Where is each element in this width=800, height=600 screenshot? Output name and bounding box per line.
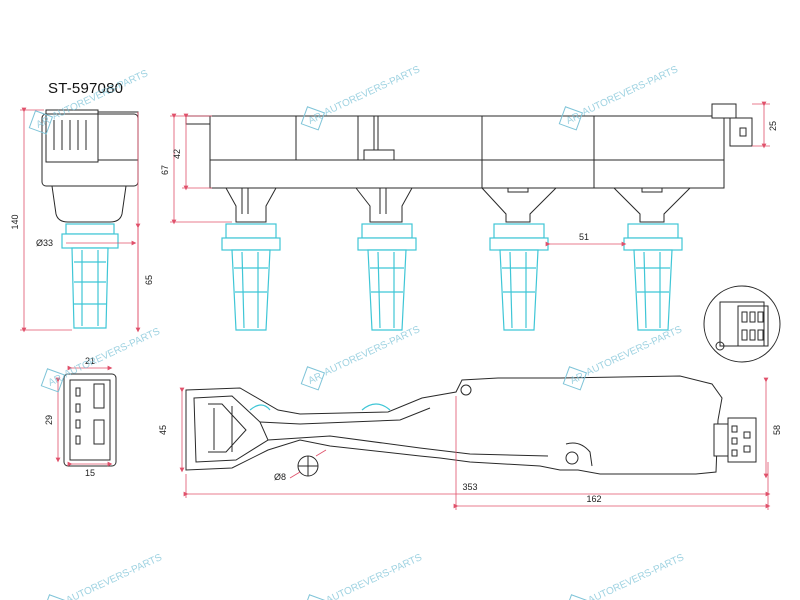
- watermark-text-4: AUTOREVERS-PARTS: [63, 326, 163, 380]
- watermark-text-2: AUTOREVERS-PARTS: [323, 64, 423, 118]
- watermark-text-6: AUTOREVERS-PARTS: [585, 324, 685, 378]
- top-view-dimensions: [179, 377, 771, 510]
- connector-end-view: [63, 373, 117, 467]
- watermark-text-8: AUTOREVERS-PARTS: [325, 552, 425, 600]
- dim-67: 67: [160, 165, 170, 175]
- watermark-logo-1: AR: [35, 115, 52, 131]
- watermark-logo-3: AR: [565, 111, 582, 127]
- watermark-7: AR AUTOREVERS-PARTS: [42, 552, 165, 600]
- dim-8: Ø8: [274, 472, 286, 482]
- watermark-text-7: AUTOREVERS-PARTS: [65, 552, 165, 600]
- front-view: [185, 103, 753, 331]
- dim-33: Ø33: [36, 238, 53, 248]
- watermark-logo-6: AR: [569, 371, 586, 387]
- side-view: [41, 109, 139, 329]
- watermark-8: AR AUTOREVERS-PARTS: [302, 552, 425, 600]
- dim-25: 25: [768, 121, 778, 131]
- dim-65: 65: [144, 275, 154, 285]
- watermark-5: AR AUTOREVERS-PARTS: [300, 324, 423, 391]
- watermark-logo-2: AR: [307, 111, 324, 127]
- watermark-text-3: AUTOREVERS-PARTS: [581, 64, 681, 118]
- watermark-9: AR AUTOREVERS-PARTS: [564, 552, 687, 600]
- dim-162: 162: [586, 494, 601, 504]
- boot-4: [623, 223, 683, 331]
- dim-29: 29: [44, 415, 54, 425]
- dim-353: 353: [462, 482, 477, 492]
- boot-3: [489, 223, 549, 331]
- dim-21: 21: [85, 356, 95, 366]
- watermark-logo-5: AR: [307, 371, 324, 387]
- dimension-labels: 140 Ø33 65 67 42 25 51 21 29 15 45 Ø8 35…: [10, 121, 782, 504]
- watermark-logo-4: AR: [47, 373, 64, 389]
- watermark-text-9: AUTOREVERS-PARTS: [587, 552, 687, 600]
- watermark-text-5: AUTOREVERS-PARTS: [323, 324, 423, 378]
- dim-51: 51: [579, 232, 589, 242]
- dim-140: 140: [10, 214, 20, 229]
- connector-detail: [703, 285, 781, 363]
- connector-end-dimensions: [55, 365, 113, 467]
- side-view-dimensions: [20, 107, 141, 333]
- front-view-dimensions: [170, 101, 770, 247]
- dim-58: 58: [772, 425, 782, 435]
- dim-42: 42: [172, 149, 182, 159]
- boot-2: [357, 223, 417, 331]
- top-view: [185, 375, 757, 477]
- boot-1: [221, 223, 281, 331]
- dim-15: 15: [85, 468, 95, 478]
- part-number: ST-597080: [48, 80, 124, 97]
- dim-45: 45: [158, 425, 168, 435]
